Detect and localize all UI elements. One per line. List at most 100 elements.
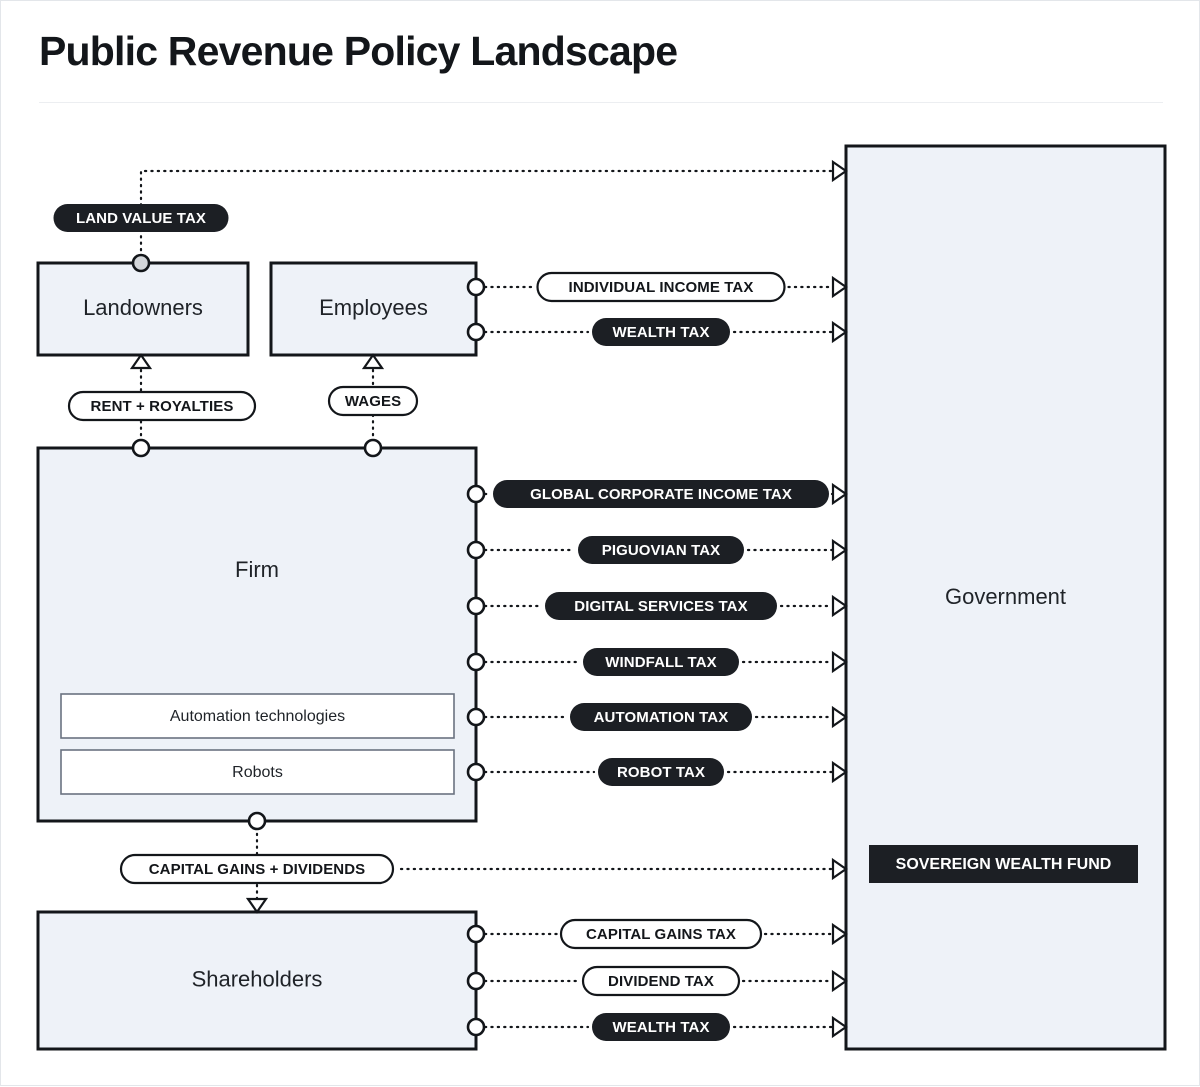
sovereign-wealth-fund[interactable]: SOVEREIGN WEALTH FUND [869, 845, 1138, 883]
pill-dividend-tax[interactable]: DIVIDEND TAX [581, 965, 741, 997]
title-divider [39, 102, 1163, 103]
pill-wages[interactable]: WAGES [327, 385, 419, 417]
pill-capital-gains-dividends-label: CAPITAL GAINS + DIVIDENDS [149, 861, 366, 878]
port-capital-gains-dividends [247, 811, 267, 831]
pill-digital-services-tax-label: DIGITAL SERVICES TAX [574, 598, 747, 615]
pill-automation-tax-label: AUTOMATION TAX [594, 709, 729, 726]
sovereign-wealth-fund-rect [869, 845, 1138, 883]
port-windfall-tax [466, 652, 486, 672]
pill-wealth-tax-shareholders-bg [592, 1013, 730, 1041]
port-global-corporate-income-tax [466, 484, 486, 504]
arrow-individual-income-tax [831, 275, 848, 299]
port-land-value-tax [131, 253, 151, 273]
port-dividend-tax [466, 971, 486, 991]
arrow-wealth-tax-shareholders [831, 1015, 848, 1039]
port-robot-tax [466, 762, 486, 782]
pill-global-corporate-income-tax[interactable]: GLOBAL CORPORATE INCOME TAX [493, 480, 829, 508]
sovereign-wealth-fund-label: SOVEREIGN WEALTH FUND [896, 856, 1112, 873]
node-firm-label: Firm [235, 557, 279, 582]
node-shareholders[interactable]: Shareholders [36, 910, 478, 1051]
pill-piguovian-tax[interactable]: PIGUOVIAN TAX [578, 536, 744, 564]
pill-individual-income-tax[interactable]: INDIVIDUAL INCOME TAX [536, 271, 786, 303]
node-government[interactable]: Government [844, 144, 1167, 1051]
pill-windfall-tax[interactable]: WINDFALL TAX [583, 648, 739, 676]
pill-land-value-tax-label: LAND VALUE TAX [76, 210, 206, 227]
pill-digital-services-tax-bg [545, 592, 777, 620]
pill-capital-gains-dividends[interactable]: CAPITAL GAINS + DIVIDENDS [119, 853, 395, 885]
pill-global-corporate-income-tax-bg [493, 480, 829, 508]
pill-wealth-tax-employees[interactable]: WEALTH TAX [592, 318, 730, 346]
arrow-piguovian-tax [831, 538, 848, 562]
nodes-layer: Government Landowners EmployeesFirmAutomat… [36, 144, 1167, 1051]
port-individual-income-tax [466, 277, 486, 297]
port-wealth-tax-employees [466, 322, 486, 342]
pill-dividend-tax-bg [581, 965, 741, 997]
pill-capital-gains-tax-label: CAPITAL GAINS TAX [586, 926, 736, 943]
arrow-digital-services-tax [831, 594, 848, 618]
pill-individual-income-tax-bg [536, 271, 786, 303]
pill-wages-bg [327, 385, 419, 417]
arrow-global-corporate-income-tax [831, 482, 848, 506]
pill-wages-label: WAGES [345, 393, 401, 410]
arrow-dividend-tax [831, 969, 848, 993]
node-landowners-label: Landowners [83, 295, 203, 320]
node-employees[interactable]: Employees [269, 261, 478, 357]
pill-rent-royalties-bg [67, 390, 257, 422]
firm-subunit-0[interactable]: Automation technologies [60, 693, 455, 739]
node-landowners-rect [36, 261, 250, 357]
pill-automation-tax-bg [570, 703, 752, 731]
arrow-capital-gains-dividends-to-swf [831, 857, 848, 881]
pill-robot-tax-bg [598, 758, 724, 786]
firm-subunit-1-rect [60, 749, 455, 795]
arrow-rent-royalties [129, 353, 153, 370]
pill-digital-services-tax[interactable]: DIGITAL SERVICES TAX [545, 592, 777, 620]
pill-rent-royalties-label: RENT + ROYALTIES [91, 398, 234, 415]
pill-dividend-tax-label: DIVIDEND TAX [608, 973, 714, 990]
pill-individual-income-tax-label: INDIVIDUAL INCOME TAX [569, 279, 754, 296]
pill-wealth-tax-shareholders[interactable]: WEALTH TAX [592, 1013, 730, 1041]
pill-wealth-tax-shareholders-label: WEALTH TAX [612, 1019, 709, 1036]
port-capital-gains-tax [466, 924, 486, 944]
pill-wealth-tax-employees-bg [592, 318, 730, 346]
arrow-land-value-tax [831, 159, 848, 183]
arrow-robot-tax [831, 760, 848, 784]
node-shareholders-label: Shareholders [192, 966, 323, 991]
pill-capital-gains-tax[interactable]: CAPITAL GAINS TAX [559, 918, 763, 950]
node-shareholders-rect [36, 910, 478, 1051]
pills-layer: LAND VALUE TAX INDIVIDUAL INCOME TAX WEALT… [53, 204, 829, 1041]
arrow-windfall-tax [831, 650, 848, 674]
node-government-label: Government [945, 584, 1066, 609]
port-automation-tax [466, 707, 486, 727]
pill-land-value-tax[interactable]: LAND VALUE TAX [53, 204, 229, 232]
arrow-capital-gains-dividends [245, 897, 269, 914]
pill-capital-gains-tax-bg [559, 918, 763, 950]
firm-subunit-0-label: Automation technologies [170, 708, 345, 725]
arrow-wealth-tax-employees [831, 320, 848, 344]
node-government-rect [844, 144, 1167, 1051]
pill-windfall-tax-bg [583, 648, 739, 676]
line-land-value-tax [139, 169, 834, 265]
firm-subunit-1[interactable]: Robots [60, 749, 455, 795]
pill-piguovian-tax-label: PIGUOVIAN TAX [602, 542, 721, 559]
port-wages [363, 438, 383, 458]
pill-automation-tax[interactable]: AUTOMATION TAX [570, 703, 752, 731]
port-wealth-tax-shareholders [466, 1017, 486, 1037]
arrow-capital-gains-tax [831, 922, 848, 946]
arrow-wages [361, 353, 385, 370]
port-piguovian-tax [466, 540, 486, 560]
node-landowners[interactable]: Landowners [36, 261, 250, 357]
flow-lines-layer [139, 169, 835, 1029]
node-employees-rect [269, 261, 478, 357]
firm-subunit-0-rect [60, 693, 455, 739]
pill-global-corporate-income-tax-label: GLOBAL CORPORATE INCOME TAX [530, 486, 792, 503]
pill-land-value-tax-bg [53, 204, 229, 232]
pill-capital-gains-dividends-bg [119, 853, 395, 885]
pill-wealth-tax-employees-label: WEALTH TAX [612, 324, 709, 341]
firm-subunit-1-label: Robots [232, 764, 283, 781]
pill-rent-royalties[interactable]: RENT + ROYALTIES [67, 390, 257, 422]
pill-robot-tax[interactable]: ROBOT TAX [598, 758, 724, 786]
pill-piguovian-tax-bg [578, 536, 744, 564]
